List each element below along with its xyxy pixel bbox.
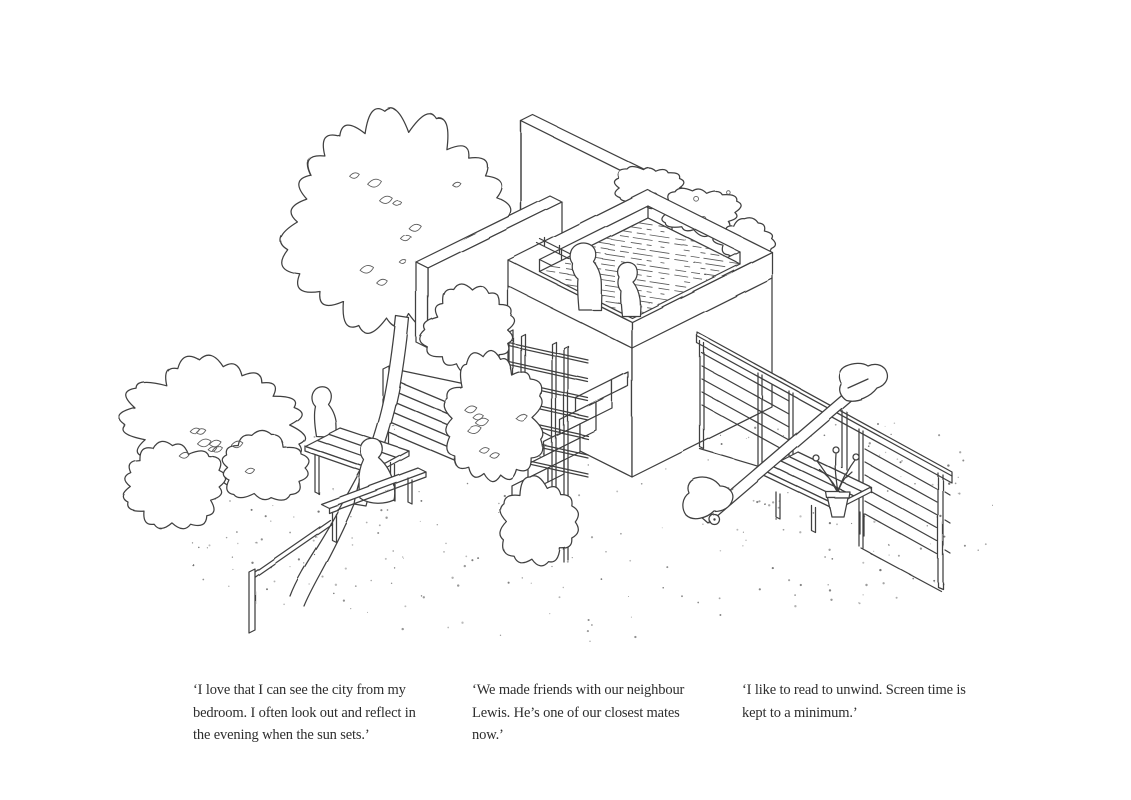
quote-line: bedroom. I often look out and reflect in	[193, 704, 416, 721]
garden-rail	[251, 519, 333, 579]
roof-terrace-figures	[569, 242, 642, 317]
quote-line: the evening when the sun sets.’	[193, 727, 370, 743]
quote-line: ‘We made friends with our neighbour	[472, 682, 685, 698]
stair-shrubs	[419, 282, 579, 567]
play-seat-upper	[838, 362, 889, 402]
quote-line: ‘I like to read to unwind. Screen time i…	[742, 682, 966, 698]
seesaw	[682, 362, 889, 525]
picnic-table-group	[248, 385, 427, 634]
potted-plant	[812, 446, 860, 518]
resident-quote-1: ‘I love that I can see the city from my …	[193, 679, 416, 747]
quote-line: ‘I love that I can see the city from my	[193, 682, 406, 698]
play-seat-lower	[682, 476, 734, 520]
quote-line: kept to a minimum.’	[742, 704, 858, 721]
resident-quote-3: ‘I like to read to unwind. Screen time i…	[742, 679, 966, 724]
right-fence	[696, 331, 953, 592]
quote-line: now.’	[472, 727, 504, 743]
dwelling-cube	[507, 189, 773, 478]
resident-quote-2: ‘We made friends with our neighbour Lewi…	[472, 679, 684, 747]
far-seated-figure	[310, 385, 337, 438]
left-shrub	[118, 354, 310, 530]
potting-shelf	[762, 451, 872, 537]
quote-line: Lewis. He’s one of our closest mates	[472, 704, 680, 721]
